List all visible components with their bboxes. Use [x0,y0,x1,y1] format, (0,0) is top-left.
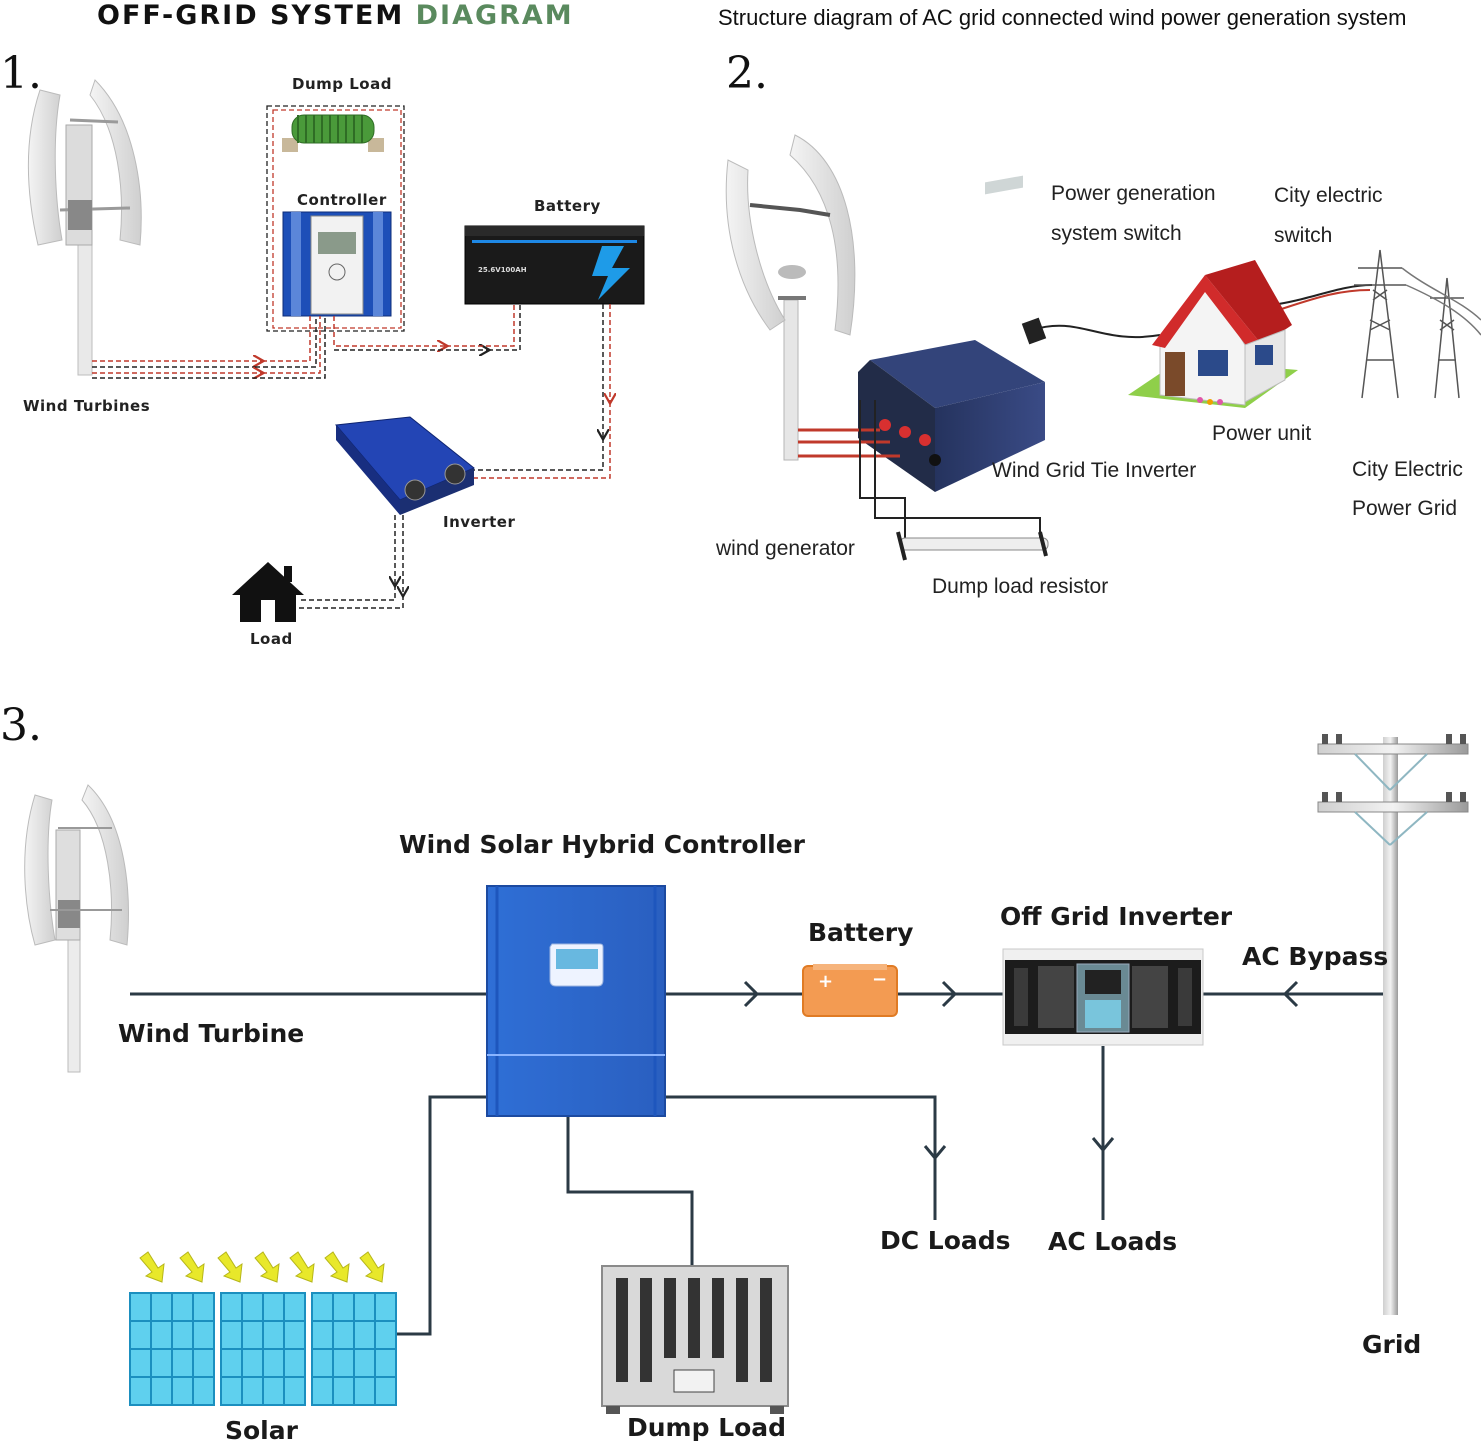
panel3-wiring [130,980,1385,1336]
svg-text:+: + [818,971,833,992]
panel3-wind-turbine-label: Wind Turbine [118,1019,305,1048]
dump-load-resistor-2-image [896,531,1049,561]
panel2-city-switch-label-2: switch [1274,224,1333,247]
panel1-title-part1: OFF-GRID SYSTEM [97,0,405,31]
svg-text:−: − [872,969,887,990]
inverter-1-image [335,416,475,515]
house-power-unit-image [1128,260,1298,408]
power-tower-icon [1354,249,1481,399]
sun-ray-arrows-icon [139,1251,385,1283]
panel2-wind-generator-label: wind generator [716,537,855,560]
panel3-ac-bypass-label: AC Bypass [1242,942,1389,971]
grid-tie-inverter-image [858,175,1045,492]
panel2-city-grid-label-2: Power Grid [1352,497,1458,520]
panel2-city-switch-label-1: City electric [1274,184,1383,207]
panel1-number: 1. [0,48,42,99]
panel1-inverter-label: Inverter [443,513,516,531]
panel1-load-label: Load [250,630,293,648]
panel2-number: 2. [726,48,768,99]
panel3-dump-load-label: Dump Load [627,1413,787,1442]
panel1-battery-spec: 25.6V100AH [478,266,527,274]
panel2-title: Structure diagram of AC grid connected w… [718,5,1407,30]
dump-load-3-image [601,1265,789,1414]
panel3-battery-label: Battery [808,918,914,947]
grid-pole-icon [1317,734,1469,1315]
panel1-title-part2: DIAGRAM [415,0,574,31]
panel1-controller-label: Controller [297,191,387,209]
charge-controller-image [282,211,392,317]
panel3-solar-label: Solar [225,1416,298,1445]
panel2-city-grid-label-1: City Electric [1352,458,1463,481]
battery-3-image: + − [802,964,898,1017]
panel3-grid-label: Grid [1362,1330,1422,1359]
wind-generator-image [725,134,856,461]
panel3-controller-label: Wind Solar Hybrid Controller [399,830,806,859]
panel1-wind-turbines-label: Wind Turbines [23,397,151,415]
panel1-dump-load-label: Dump Load [292,75,392,93]
off-grid-inverter-image [1002,948,1204,1046]
load-house-icon [232,562,304,622]
panel2-wiring [798,284,1373,540]
wind-turbine-3-image [24,784,129,1073]
panel2-inverter-label: Wind Grid Tie Inverter [992,459,1197,482]
panel3-inverter-label: Off Grid Inverter [1000,902,1233,931]
panel2-power-unit-label: Power unit [1212,422,1312,445]
panel2-power-generation-label-1: Power generation [1051,182,1216,205]
panel3-dc-loads-label: DC Loads [880,1226,1011,1255]
solar-panels-image [129,1292,397,1406]
panel1-wiring [92,304,610,609]
panel2-dump-resistor-label: Dump load resistor [932,575,1109,598]
hybrid-controller-image [486,885,666,1117]
dump-load-boundary [266,105,405,332]
panel1-battery-label: Battery [534,197,601,215]
panel2-power-generation-label-2: system switch [1051,222,1182,245]
panel1-title: OFF-GRID SYSTEM DIAGRAM [97,0,574,31]
dump-load-resistor-image [282,114,384,152]
wind-turbine-1-image [27,79,142,376]
panel3-number: 3. [0,700,42,751]
battery-1-image [464,225,645,305]
panel3-ac-loads-label: AC Loads [1048,1227,1178,1256]
